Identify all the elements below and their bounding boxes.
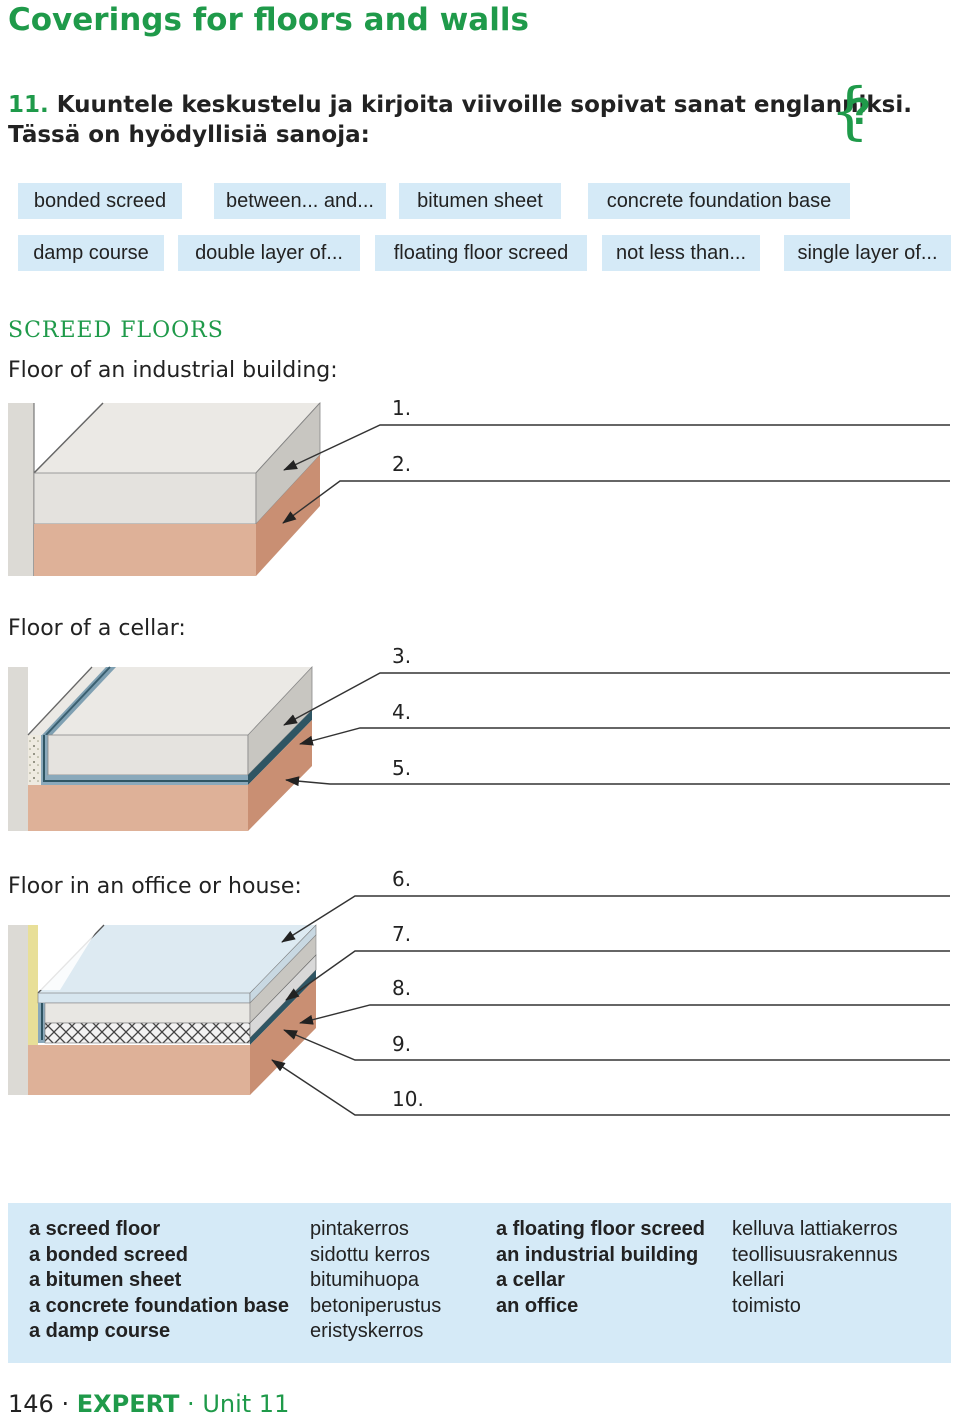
task-number: 11. [8,92,49,118]
page-title: Coverings for floors and walls [8,2,529,38]
glossary-translations-2: kelluva lattiakerros teollisuusrakennus … [732,1217,898,1319]
brand-logo: EXPERT [76,1390,180,1418]
glossary-translations-1: pintakerros sidottu kerros bitumihuopa b… [310,1217,441,1345]
answer-lines-cellar [283,672,950,787]
glossary-terms-1: a screed floor a bonded screed a bitumen… [29,1217,289,1345]
section-title: SCREED FLOORS [8,318,224,343]
glossary-translation: teollisuusrakennus [732,1243,898,1266]
blank-number: 9. [392,1032,412,1056]
blank-number: 5. [392,756,412,780]
footer-separator: · [61,1390,70,1418]
blank-number: 8. [392,976,412,1000]
glossary-translation: betoniperustus [310,1294,442,1317]
glossary-term: a damp course [29,1320,171,1342]
task-instructions: 11. Kuuntele keskustelu ja kirjoita viiv… [8,90,912,150]
glossary-box: a screed floor a bonded screed a bitumen… [8,1203,951,1363]
blank-number: 4. [392,700,412,724]
glossary-terms-2: a floating floor screed an industrial bu… [496,1217,705,1319]
brace-icon: { [830,74,870,147]
answer-lines-office [271,895,950,1116]
blank-number: 10. [392,1087,424,1111]
glossary-term: a cellar [496,1269,565,1291]
unit-label: Unit 11 [202,1390,290,1418]
blank-number: 6. [392,867,412,891]
glossary-translation: sidottu kerros [310,1243,431,1266]
answer-lines-industrial [282,424,950,524]
glossary-term: a bitumen sheet [29,1269,182,1291]
word-chip: between... and... [214,183,386,219]
glossary-translation: bitumihuopa [310,1269,419,1291]
question-icon: ? [850,92,871,133]
word-chip: floating floor screed [375,235,587,271]
word-chip: concrete foundation base [588,183,850,219]
blank-number: 3. [392,644,412,668]
glossary-term: a floating floor screed [496,1218,705,1240]
word-chip: single layer of... [784,235,951,271]
glossary-term: an office [496,1294,579,1317]
diagram-label-office: Floor in an office or house: [8,874,302,899]
diagram-label-industrial: Floor of an industrial building: [8,358,338,383]
blank-number: 7. [392,922,412,946]
glossary-translation: eristyskerros [310,1320,424,1342]
glossary-translation: kellari [732,1269,785,1291]
word-chip: double layer of... [178,235,360,271]
footer-separator: · [187,1390,195,1418]
task-line-1: Kuuntele keskustelu ja kirjoita viivoill… [56,92,912,118]
diagram-label-cellar: Floor of a cellar: [8,616,186,641]
industrial-floor-diagram [8,401,321,576]
page-number: 146 [8,1390,54,1418]
cellar-floor-diagram [8,665,313,831]
blank-number: 2. [392,452,412,476]
glossary-translation: toimisto [732,1294,801,1317]
office-floor-diagram [8,924,317,1095]
blank-number: 1. [392,396,412,420]
page-footer: 146 · EXPERT · Unit 11 [8,1390,289,1418]
glossary-term: a bonded screed [29,1243,188,1266]
word-chip: not less than... [602,235,760,271]
diagram-canvas [8,401,950,1116]
glossary-term: a concrete foundation base [29,1294,290,1317]
word-chip: damp course [18,235,164,271]
glossary-translation: pintakerros [310,1218,409,1240]
task-line-2: Tässä on hyödyllisiä sanoja: [8,122,370,148]
glossary-translation: kelluva lattiakerros [732,1218,898,1240]
glossary-term: an industrial building [496,1243,699,1266]
glossary-term: a screed floor [29,1218,161,1240]
word-chip: bonded screed [18,183,182,219]
word-chip: bitumen sheet [399,183,561,219]
